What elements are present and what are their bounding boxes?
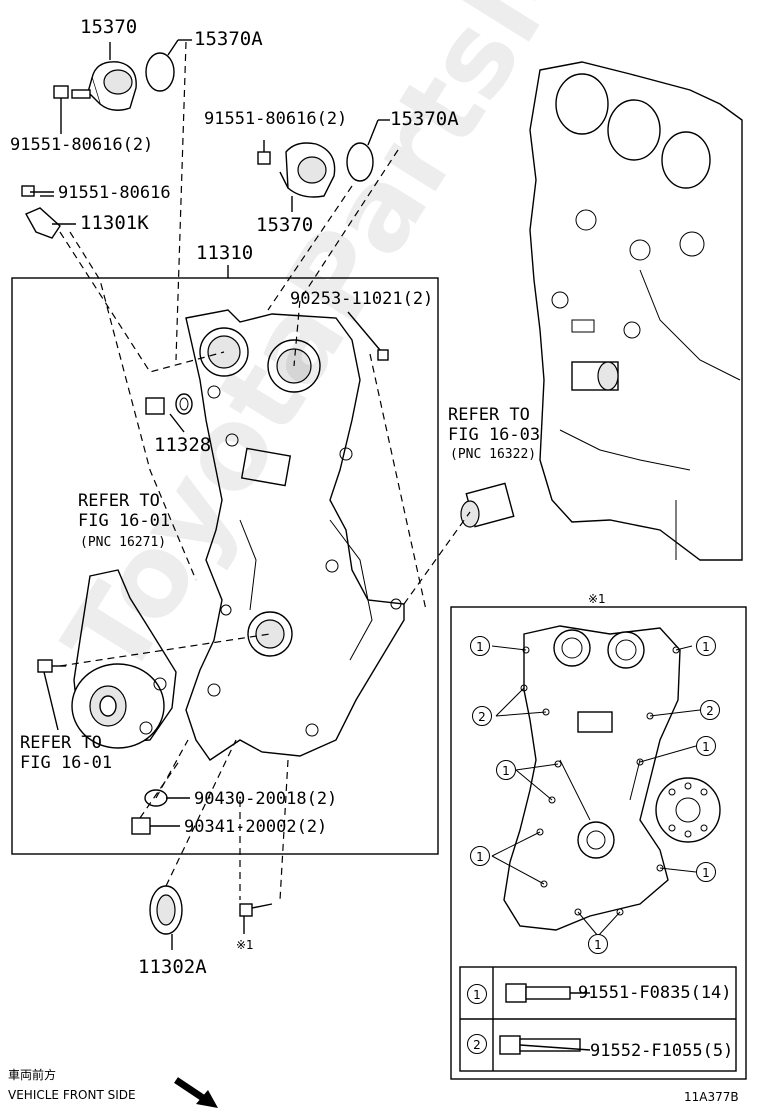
marker-1: 1 xyxy=(470,636,490,656)
bolt-90253 xyxy=(347,311,389,361)
legend-part-1: 91551-F0835(14) xyxy=(578,983,732,1003)
callout-11301K: 11301K xyxy=(80,212,149,234)
callout-11328: 11328 xyxy=(154,434,212,456)
cylinder-block xyxy=(529,61,743,561)
ref-fig-16-01a-line3: (PNC 16271) xyxy=(80,535,167,550)
oring-mid xyxy=(346,142,374,182)
inset-box xyxy=(450,606,747,1080)
callout-90341-20002-2: 90341-20002(2) xyxy=(184,817,328,837)
asterisk-note-bottom: ※1 xyxy=(236,938,254,952)
ref-fig-16-01b-line1: REFER TO xyxy=(20,733,102,753)
legend-bolt-1 xyxy=(505,983,590,1003)
legend-marker-2: 2 xyxy=(467,1034,487,1054)
ref-fig-16-03-line1: REFER TO xyxy=(448,405,530,425)
callout-15370-mid: 15370 xyxy=(256,214,314,236)
group-box-11310 xyxy=(11,277,439,855)
callout-91551-80616: 91551-80616 xyxy=(58,183,171,203)
oring-top xyxy=(145,52,175,92)
callout-91551-80616-2-mid: 91551-80616(2) xyxy=(204,109,348,129)
callout-15370A-mid: 15370A xyxy=(390,108,459,130)
vehicle-front-arrow xyxy=(174,1077,218,1108)
callout-90430-20018-2: 90430-20018(2) xyxy=(194,789,338,809)
asterisk-note-top: ※1 xyxy=(588,592,606,606)
plug-90341 xyxy=(131,817,180,835)
vehicle-front-jp: 車両前方 xyxy=(8,1068,57,1082)
legend-bolt-2 xyxy=(499,1035,591,1055)
ref-fig-16-03-line3: (PNC 16322) xyxy=(450,447,537,462)
callout-91551-80616-2-top: 91551-80616(2) xyxy=(10,135,154,155)
bolt-asterisk xyxy=(239,903,273,934)
marker-1: 1 xyxy=(470,846,490,866)
marker-2: 2 xyxy=(472,706,492,726)
water-pump xyxy=(37,569,177,749)
ref-fig-16-01b-line2: FIG 16-01 xyxy=(20,753,113,773)
water-inlet-fitting xyxy=(460,482,515,528)
callout-11310: 11310 xyxy=(196,242,254,264)
ref-fig-16-01a-line2: FIG 16-01 xyxy=(78,511,171,531)
marker-2: 2 xyxy=(700,700,720,720)
bolt-top-left xyxy=(53,85,69,134)
marker-1: 1 xyxy=(696,636,716,656)
bolt-mid xyxy=(257,140,271,165)
oil-seal-11302A xyxy=(149,885,183,950)
crank-sensor xyxy=(21,185,61,239)
plug-11328 xyxy=(145,393,193,433)
callout-11302A: 11302A xyxy=(138,956,207,978)
marker-1: 1 xyxy=(588,934,608,954)
callout-90253-11021-2: 90253-11021(2) xyxy=(290,289,434,309)
inset-cover xyxy=(503,625,721,931)
figure-code: 11A377B xyxy=(684,1090,739,1104)
legend-marker-1: 1 xyxy=(467,984,487,1004)
marker-1: 1 xyxy=(496,760,516,780)
marker-1: 1 xyxy=(696,736,716,756)
cam-sensor-top xyxy=(71,42,137,111)
legend-part-2: 91552-F1055(5) xyxy=(590,1041,734,1061)
ref-fig-16-03-line2: FIG 16-03 xyxy=(448,425,541,445)
cam-sensor-mid xyxy=(279,142,336,212)
vehicle-front-en: VEHICLE FRONT SIDE xyxy=(8,1088,136,1102)
marker-1: 1 xyxy=(696,862,716,882)
ref-fig-16-01a-line1: REFER TO xyxy=(78,491,160,511)
callout-15370-top: 15370 xyxy=(80,16,138,38)
callout-15370A-top: 15370A xyxy=(194,28,263,50)
